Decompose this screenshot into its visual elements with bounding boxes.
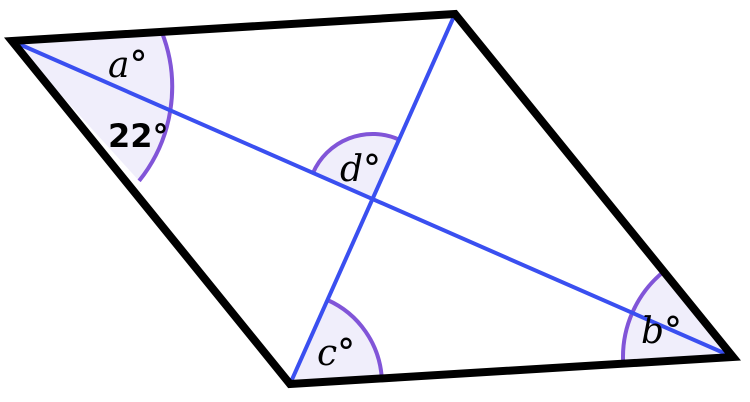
angle-sector-c xyxy=(290,300,382,384)
rhombus-outline xyxy=(3,9,742,389)
angle-sector-b xyxy=(622,271,733,364)
angle-arc-d xyxy=(311,131,400,174)
label-d: d° xyxy=(340,149,381,190)
angle-sector-d xyxy=(313,133,399,199)
label-c: c° xyxy=(317,333,355,374)
label-a: a° xyxy=(108,45,147,86)
angle-arc-c xyxy=(326,298,384,379)
angle-sector-top-left xyxy=(12,31,173,181)
diagonal-top-right-to-bottom-left xyxy=(288,13,457,385)
label-22-degrees: 22° xyxy=(108,117,169,155)
label-b: b° xyxy=(641,311,682,352)
